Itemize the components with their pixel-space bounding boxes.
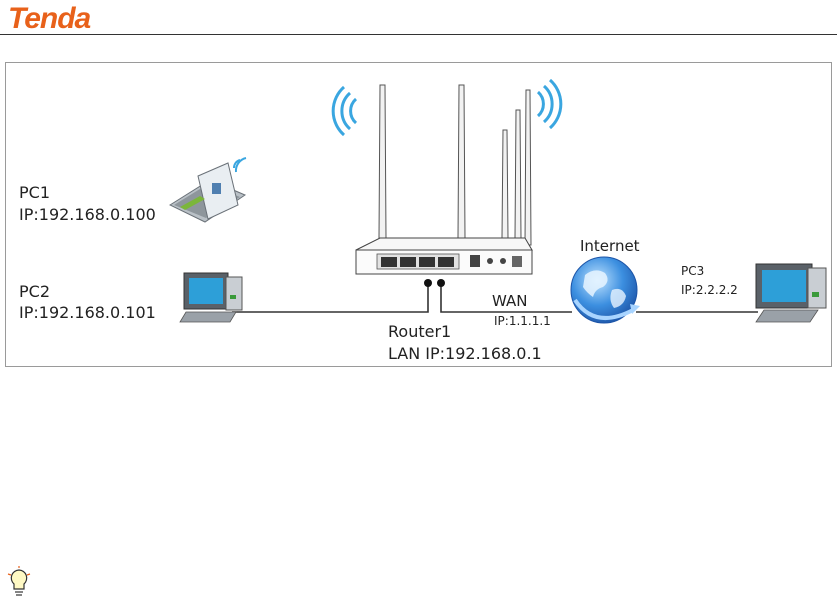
pc1-name-label: PC1 bbox=[19, 183, 50, 202]
router-lan-port-dot bbox=[424, 279, 432, 287]
pc1-ip-label: IP:192.168.0.100 bbox=[19, 205, 156, 224]
router-lan-ip-label: LAN IP:192.168.0.1 bbox=[388, 344, 542, 363]
wan-label: WAN bbox=[492, 292, 528, 310]
pc2-name-label: PC2 bbox=[19, 282, 50, 301]
laptop-icon bbox=[170, 158, 246, 222]
lightbulb-tip-icon bbox=[6, 566, 32, 606]
pc3-name-label: PC3 bbox=[681, 264, 704, 278]
globe-icon bbox=[571, 257, 640, 323]
wan-ip-label: IP:1.1.1.1 bbox=[494, 314, 551, 328]
internet-label: Internet bbox=[580, 237, 640, 255]
desktop-pc-icon-pc2 bbox=[180, 273, 242, 322]
router-icon bbox=[333, 80, 561, 274]
pc2-to-router-line bbox=[232, 283, 428, 312]
router-name-label: Router1 bbox=[388, 322, 451, 341]
desktop-pc-icon-pc3 bbox=[756, 264, 826, 322]
pc2-ip-label: IP:192.168.0.101 bbox=[19, 303, 156, 322]
pc3-ip-label: IP:2.2.2.2 bbox=[681, 283, 738, 297]
router-wan-port-dot bbox=[437, 279, 445, 287]
